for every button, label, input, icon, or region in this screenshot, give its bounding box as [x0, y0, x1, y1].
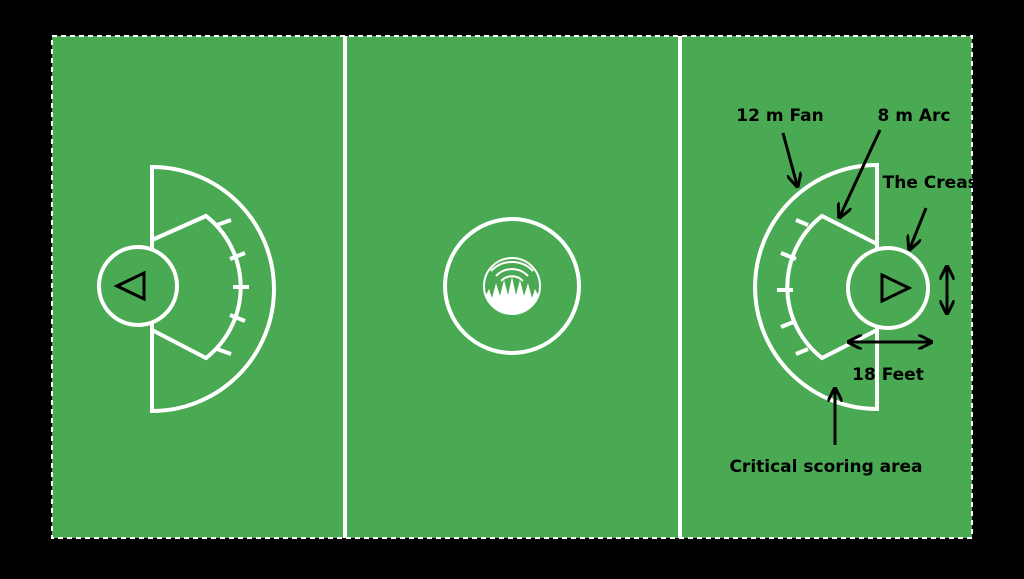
annotation-arrows: [781, 129, 947, 445]
fan-label: 12 m Fan: [736, 106, 823, 126]
left-hash-mark: [216, 347, 232, 356]
triangle-left-icon: [113, 270, 146, 302]
left-hash-mark: [229, 313, 246, 323]
arc-arrow: [840, 129, 882, 216]
left-hash-mark: [229, 251, 246, 261]
field-boundary: [51, 35, 973, 539]
grass-logo-icon: [483, 257, 541, 315]
right-hash-mark: [795, 347, 809, 356]
crease-size-label: 6'6": [974, 273, 992, 306]
right-arc: [785, 213, 878, 361]
right-hash-mark: [780, 319, 797, 329]
center-circle: [443, 217, 581, 355]
fan-arrow: [781, 132, 797, 185]
left-goal-area: [97, 164, 276, 414]
triangle-right-icon: [880, 272, 913, 304]
right-crease: [846, 246, 930, 330]
right-hash-mark: [795, 218, 809, 227]
arc-label: 8 m Arc: [878, 106, 951, 126]
width-label: 18 Feet: [852, 365, 924, 385]
left-crease: [97, 245, 179, 327]
right-hash-mark: [780, 251, 797, 261]
crease-label: The Crease: [883, 173, 990, 193]
left-hash-mark: [216, 218, 232, 227]
scoring-area-label: Critical scoring area: [729, 457, 922, 477]
left-fan: [150, 164, 276, 414]
crease-arrow: [910, 207, 928, 248]
